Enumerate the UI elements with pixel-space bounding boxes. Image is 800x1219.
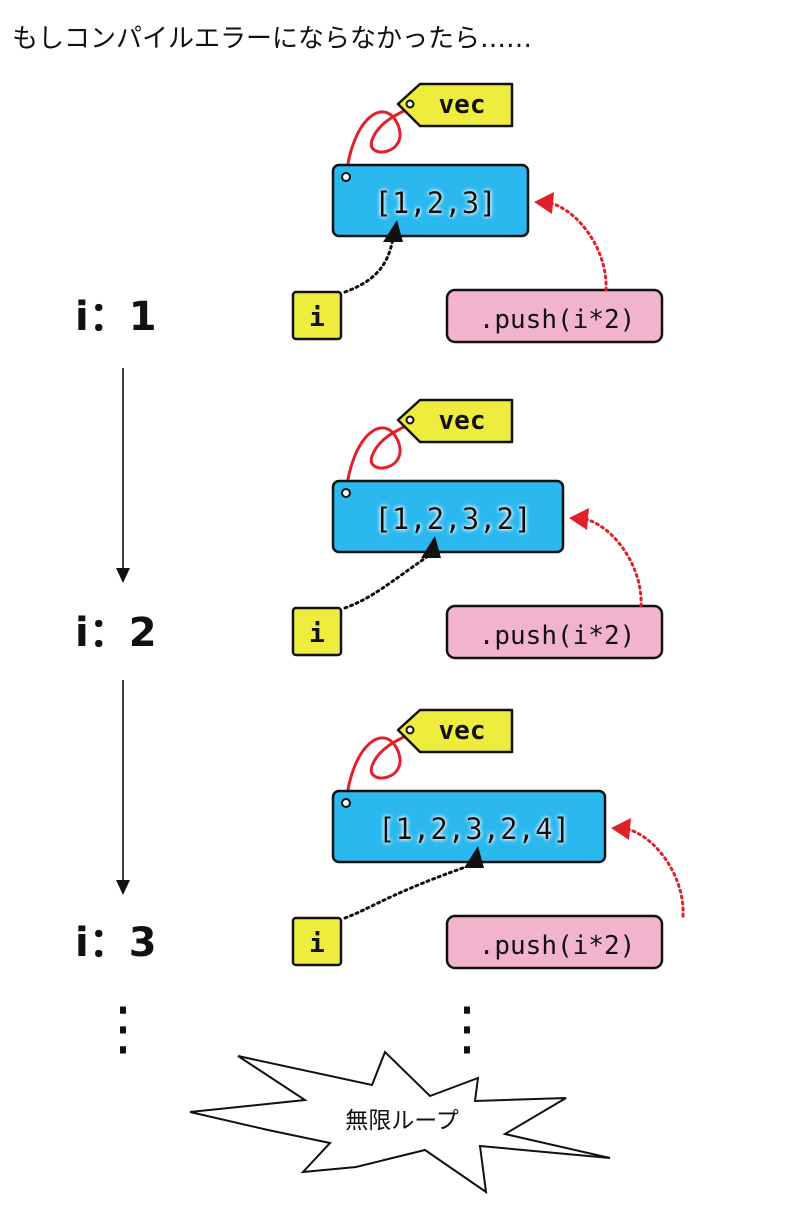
push-pointer-arrow	[583, 517, 643, 608]
burst-label: 無限ループ	[345, 1108, 459, 1134]
tag-string	[344, 417, 421, 494]
vector-hole	[341, 798, 351, 808]
push-pointer-arrow	[548, 201, 608, 292]
index-box	[291, 290, 343, 341]
vector-value: [1,2,3]	[374, 186, 496, 220]
index-label: i	[309, 619, 325, 649]
ellipsis-left: ⋮	[94, 994, 152, 1062]
step-panel: i：3 vec [1,2,3,2,4] i .push(i*2)	[75, 708, 685, 970]
tag-hole	[405, 99, 415, 109]
vec-tag	[396, 398, 514, 444]
push-box	[445, 288, 664, 344]
index-pointer-arrowhead	[383, 220, 403, 242]
index-pointer-arrow	[343, 552, 433, 610]
step-down-arrow-1	[116, 368, 130, 583]
index-box	[291, 916, 343, 967]
push-label: .push(i*2)	[479, 621, 636, 651]
step-label: i：1	[75, 294, 157, 340]
push-label: .push(i*2)	[479, 305, 636, 335]
push-pointer-arrowhead	[611, 818, 631, 840]
index-pointer-arrow	[343, 236, 395, 294]
push-box	[445, 914, 664, 970]
push-label: .push(i*2)	[479, 931, 636, 961]
step-label: i：2	[75, 610, 157, 656]
tag-string	[344, 101, 421, 178]
push-box	[445, 604, 664, 660]
push-pointer-arrow	[625, 827, 685, 918]
vec-tag-label: vec	[439, 90, 486, 120]
vector-value: [1,2,3,2]	[374, 502, 531, 536]
vec-tag	[396, 82, 514, 128]
infinite-loop-burst: 無限ループ	[189, 1050, 611, 1195]
vector-hole	[341, 172, 351, 182]
tag-hole	[405, 725, 415, 735]
step-down-arrow-2	[116, 680, 130, 895]
page-title: もしコンパイルエラーにならなかったら……	[12, 24, 533, 54]
push-pointer-arrowhead	[534, 192, 554, 214]
tag-hole	[405, 415, 415, 425]
step-panel: i：2 vec [1,2,3,2] i .push(i*2)	[75, 398, 664, 660]
ellipsis-right: ⋮	[438, 994, 496, 1062]
step-panel: i：1 vec [1,2,3] i .push(i*2)	[75, 82, 664, 344]
vector-box	[331, 163, 530, 238]
push-pointer-arrowhead	[569, 508, 589, 530]
vector-value: [1,2,3,2,4]	[378, 812, 570, 846]
index-pointer-arrow	[343, 862, 476, 920]
vector-hole	[341, 488, 351, 498]
step-label: i：3	[75, 920, 157, 966]
tag-string	[344, 727, 421, 804]
vector-box	[331, 479, 565, 554]
index-box	[291, 606, 343, 657]
index-label: i	[309, 303, 325, 333]
vec-tag-label: vec	[439, 406, 486, 436]
burst-shape	[189, 1050, 611, 1195]
vec-tag-label: vec	[439, 716, 486, 746]
steps-layer: i：1vec[1,2,3]i.push(i*2)i：2vec[1,2,3,2]i…	[75, 82, 685, 970]
index-pointer-arrowhead	[464, 846, 484, 868]
index-label: i	[309, 929, 325, 959]
vec-tag	[396, 708, 514, 754]
index-pointer-arrowhead	[421, 536, 441, 558]
